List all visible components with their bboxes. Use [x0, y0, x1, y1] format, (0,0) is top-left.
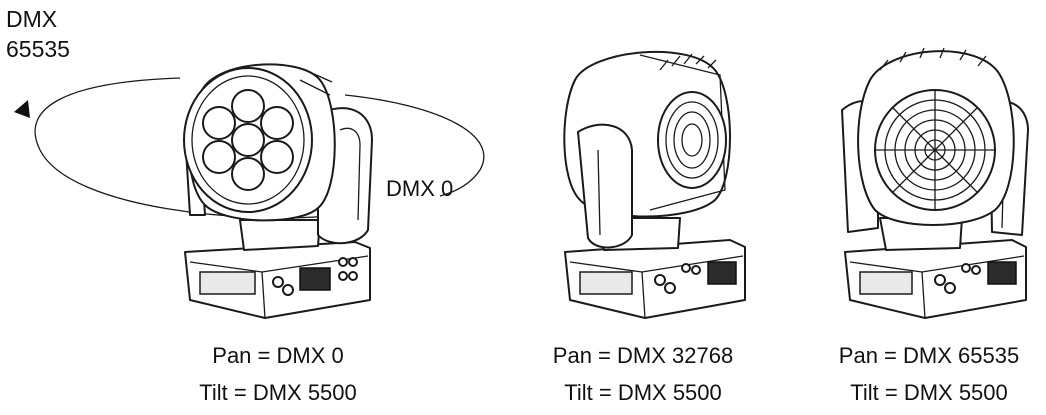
- rotation-start-label-line1: DMX: [6, 6, 58, 32]
- arrow-head-icon: [14, 100, 30, 118]
- fixture-1-drawing: [183, 63, 373, 319]
- fixture-2-tilt-label: Tilt = DMX 5500: [564, 380, 722, 405]
- fixture-1-pan-label: Pan = DMX 0: [212, 343, 344, 368]
- fixture-2-pan-label: Pan = DMX 32768: [552, 343, 734, 368]
- fixture-1-tilt-label: Tilt = DMX 5500: [199, 380, 357, 405]
- rotation-end-label: DMX 0: [386, 176, 454, 201]
- fixture-3-pan-label: Pan = DMX 65535: [838, 343, 1020, 368]
- fixture-3-tilt-label: Tilt = DMX 5500: [850, 380, 1008, 405]
- rotation-start-label-line2: 65535: [6, 36, 70, 62]
- rotation-start-label: DMX 65535: [6, 4, 70, 64]
- fixture-3-drawing: [841, 47, 1029, 319]
- fixture-2-drawing: [563, 50, 746, 319]
